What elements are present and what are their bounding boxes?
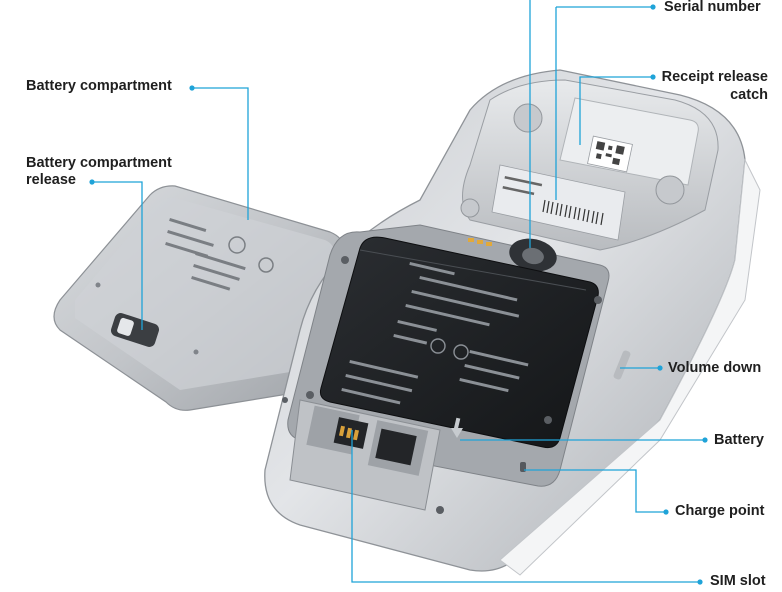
leader-charge — [524, 469, 666, 513]
terminal-body — [264, 69, 761, 576]
label-charge-point: Charge point — [675, 503, 765, 519]
camera-module — [509, 238, 557, 272]
label-battery: Battery — [714, 432, 764, 448]
label-battery-compartment: Battery compartment — [26, 78, 172, 94]
label-battery-compartment-release-line2: release — [26, 172, 76, 188]
volume-down-button[interactable] — [613, 350, 632, 381]
leader-battery-release — [92, 181, 143, 330]
battery-cover — [53, 185, 345, 411]
sim-card-area — [289, 399, 441, 511]
leader-sim — [351, 430, 700, 583]
leader-dots — [89, 4, 708, 585]
leader-lines — [92, 0, 705, 583]
leader-receipt — [579, 76, 653, 145]
label-sim-slot: SIM slot — [710, 573, 766, 589]
battery-release-latch[interactable] — [109, 311, 160, 348]
serial-number-label — [491, 164, 626, 241]
label-receipt-release-catch-line1: Receipt release — [661, 69, 768, 85]
label-battery-compartment-release-line1: Battery compartment — [26, 155, 172, 171]
label-receipt-release-catch-line2: catch — [730, 87, 768, 103]
leader-battery-compartment — [192, 87, 249, 220]
label-serial-number: Serial number — [664, 0, 761, 15]
battery — [319, 236, 599, 449]
label-volume-down: Volume down — [668, 360, 762, 376]
